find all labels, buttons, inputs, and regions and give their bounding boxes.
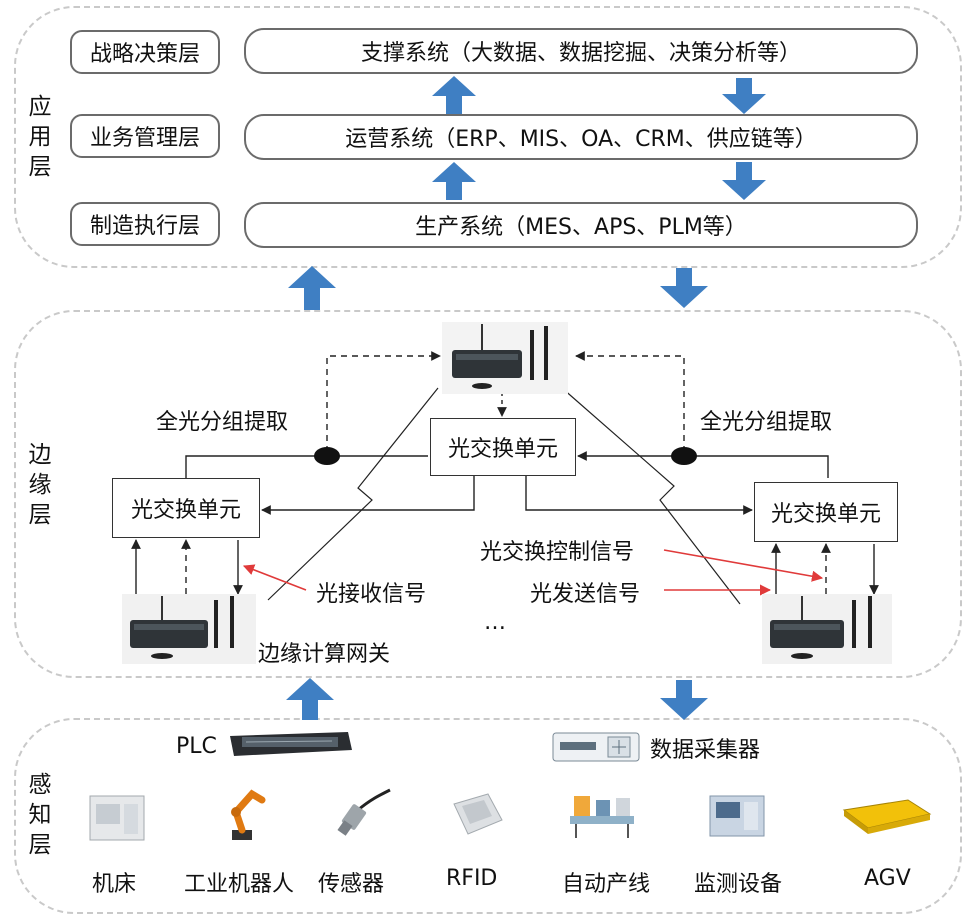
up-arrow-perception-edge [286,678,334,720]
switch-unit-left: 光交换单元 [112,478,260,538]
tier-business-label: 业务管理层 [70,114,220,158]
device-label-rfid: RFID [446,866,498,891]
dashed-link-left [326,351,441,452]
control-signal-arrow [663,549,824,582]
gateway-top-image [442,322,568,394]
perception-layer-label: 感 知 层 [28,772,52,858]
wireless-link-left [267,387,439,601]
receive-signal-arrow [242,564,307,591]
tier-strategy-label: 战略决策层 [70,30,220,74]
sensor-image [337,788,391,836]
gateway-right-image [762,594,892,664]
gateway-label: 边缘计算网关 [258,642,391,667]
down-arrow-app-2 [722,162,766,200]
extract-node-left [314,447,340,465]
control-signal-label: 光交换控制信号 [480,534,635,566]
data-collector-image [552,732,640,762]
automatic-line-image [570,796,634,838]
extract-node-right [671,447,697,465]
up-arrow-app-2 [432,162,476,200]
wireless-link-right [561,387,741,605]
operation-system-pill: 运营系统（ERP、MIS、OA、CRM、供应链等） [244,114,918,160]
extract-label-right: 全光分组提取 [700,410,833,435]
edge-layer-label: 边 缘 层 [28,442,52,528]
switch-unit-right: 光交换单元 [754,482,898,542]
link-right-top-to-center [577,451,829,478]
extract-label-left: 全光分组提取 [156,410,289,435]
machine-tool-image [89,795,145,841]
device-label-machine-tool: 机床 [92,872,137,897]
link-center-to-left-top [185,455,428,478]
down-arrow-app-1 [722,78,766,114]
gateway-left-image [122,594,256,664]
down-arrow-edge-perception [660,680,708,720]
link-center-to-right-bottom [525,476,753,515]
switch-unit-center: 光交换单元 [430,418,576,476]
device-label-agv: AGV [864,866,911,891]
application-layer-label: 应 用 层 [28,94,52,180]
send-signal-label: 光发送信号 [530,576,641,608]
monitoring-device-image [709,795,765,837]
agv-image [842,799,932,834]
rfid-image [453,793,503,835]
device-label-industrial-robot: 工业机器人 [184,872,295,897]
dashed-link-right [575,351,685,452]
down-arrow-app-edge [660,268,708,308]
plc-label: PLC [176,734,217,759]
up-arrow-app-1 [432,76,476,114]
plc-image [230,732,352,756]
ellipsis-label: … [484,610,506,635]
industrial-robot-image [231,789,266,840]
link-center-to-left-bottom [261,476,475,515]
up-arrow-edge-app [288,266,336,310]
support-system-pill: 支撑系统（大数据、数据挖掘、决策分析等） [244,28,918,74]
production-system-pill: 生产系统（MES、APS、PLM等） [244,202,918,248]
data-collector-label: 数据采集器 [650,738,761,763]
receive-signal-label: 光接收信号 [316,576,427,608]
device-label-monitoring-device: 监测设备 [694,872,783,897]
device-label-sensor: 传感器 [318,872,385,897]
tier-manufacturing-label: 制造执行层 [70,202,220,246]
device-label-automatic-line: 自动产线 [562,872,651,897]
